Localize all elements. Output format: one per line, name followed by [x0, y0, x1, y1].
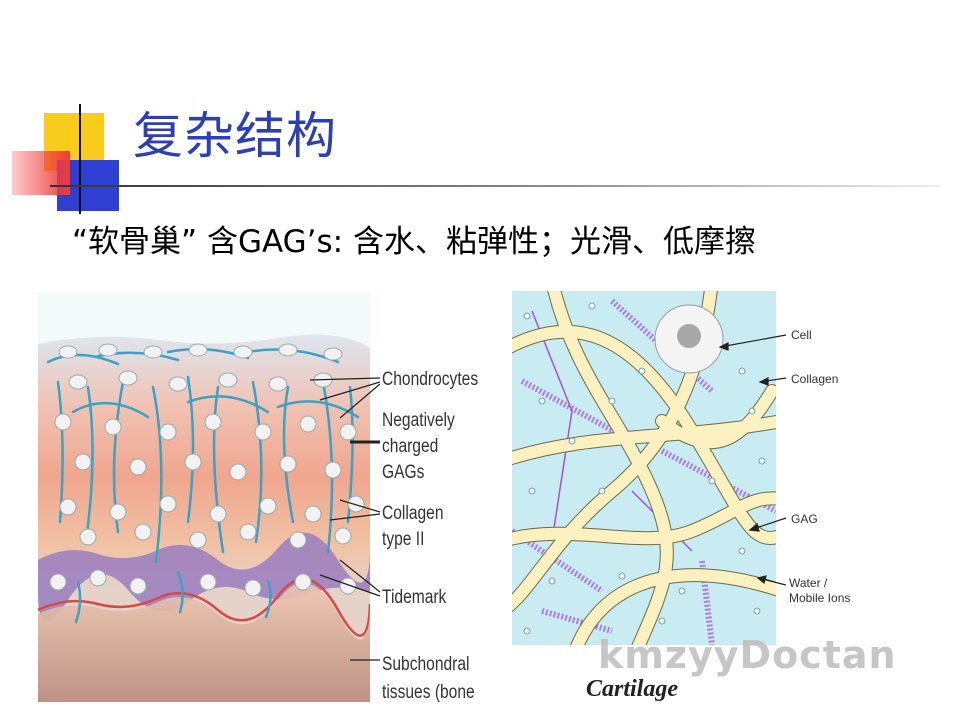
right-leader-arrows: [700, 325, 790, 595]
label-subchondral: Subchondral: [382, 654, 469, 676]
deco-vertical-line: [79, 104, 81, 214]
left-leader-lines: [300, 360, 390, 670]
label-tidemark: Tidemark: [382, 587, 446, 609]
label-type-ii: type II: [382, 529, 424, 551]
slide-title: 复杂结构: [133, 104, 337, 168]
title-rule: [50, 185, 940, 187]
label-gags: GAGs: [382, 462, 424, 484]
label-gag: GAG: [791, 512, 818, 527]
watermark: kmzyyDoctan: [598, 633, 897, 677]
label-mobile-ions: Mobile Ions: [789, 591, 850, 606]
label-water: Water /: [789, 576, 827, 591]
deco-red-square: [12, 151, 70, 195]
figure-caption: Cartilage: [586, 676, 678, 703]
label-tissues-bone: tissues (bone: [382, 682, 475, 704]
slide-subtitle: “软骨巢” 含GAG’s: 含水、粘弹性；光滑、低摩擦: [72, 222, 756, 262]
label-chondrocytes: Chondrocytes: [382, 369, 478, 391]
label-collagen-type: Collagen: [382, 503, 444, 525]
label-cell: Cell: [791, 328, 812, 343]
label-negatively: Negatively: [382, 410, 455, 432]
label-collagen: Collagen: [791, 372, 838, 387]
label-charged: charged: [382, 436, 438, 458]
